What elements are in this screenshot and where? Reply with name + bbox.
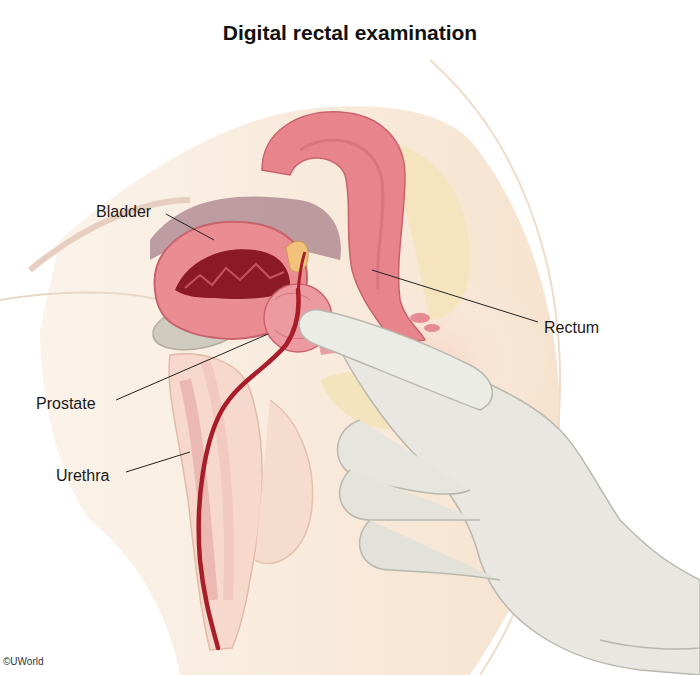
- copyright-note: ©UWorld: [3, 656, 44, 668]
- part-label: Urethra: [56, 466, 109, 485]
- leader-line: [126, 452, 190, 472]
- part-label: Rectum: [544, 318, 599, 337]
- part-label: Prostate: [36, 394, 96, 413]
- leader-line: [372, 270, 538, 322]
- leader-line: [166, 214, 214, 240]
- leader-line: [116, 334, 268, 400]
- part-label: Bladder: [96, 202, 151, 221]
- diagram-title: Digital rectal examination: [223, 20, 477, 45]
